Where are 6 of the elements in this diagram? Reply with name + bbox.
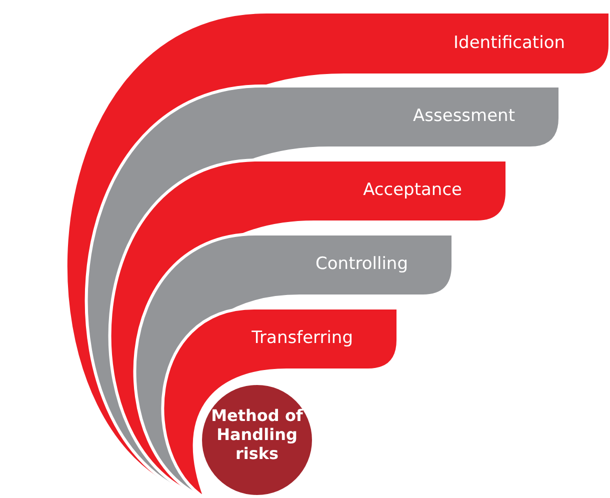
band-label: Controlling: [316, 254, 408, 274]
band-label: Transferring: [252, 328, 353, 348]
band-label: Assessment: [413, 106, 515, 126]
circle-label: Method of Handling risks: [210, 406, 304, 463]
band-label: Identification: [454, 32, 565, 52]
band-label: Acceptance: [363, 180, 462, 200]
